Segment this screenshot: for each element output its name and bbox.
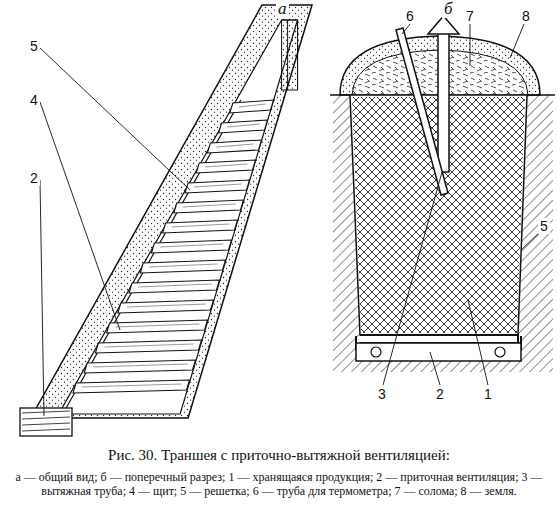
inlet-duct bbox=[20, 408, 72, 436]
wood-grain bbox=[172, 224, 230, 227]
duct-slat bbox=[22, 429, 70, 431]
board bbox=[118, 300, 214, 313]
wood-grain bbox=[216, 144, 253, 147]
wood-grain bbox=[183, 204, 236, 207]
air-inlet-duct bbox=[356, 343, 521, 361]
wood-grain bbox=[194, 184, 242, 187]
board bbox=[185, 180, 250, 193]
board bbox=[230, 100, 274, 113]
callout-number: 1 bbox=[482, 386, 494, 402]
wood-grain bbox=[239, 104, 266, 107]
duct-roller bbox=[371, 347, 381, 357]
wood-grain bbox=[116, 324, 200, 327]
callout-number: 7 bbox=[464, 8, 476, 24]
callout-number: 3 bbox=[376, 386, 388, 402]
wood-grain bbox=[228, 124, 260, 127]
wood-grain bbox=[205, 164, 247, 167]
duct-slat bbox=[22, 417, 70, 419]
board bbox=[151, 240, 231, 253]
callout-number: 2 bbox=[434, 386, 446, 402]
trench-floor bbox=[59, 20, 298, 414]
grating bbox=[360, 335, 518, 343]
post bbox=[287, 20, 288, 90]
wood-grain bbox=[127, 304, 206, 307]
board bbox=[84, 360, 195, 373]
callout-number: 5 bbox=[28, 38, 40, 54]
cross-section bbox=[40, 16, 555, 416]
board bbox=[174, 200, 244, 213]
callout-number: 5 bbox=[538, 218, 550, 234]
general-view bbox=[20, 5, 312, 436]
board bbox=[140, 260, 225, 273]
board bbox=[129, 280, 220, 293]
exhaust-pipe bbox=[438, 32, 449, 172]
duct-slat bbox=[22, 411, 70, 413]
duct-roller bbox=[495, 347, 505, 357]
callout-number: 4 bbox=[28, 92, 40, 108]
wood-grain bbox=[82, 384, 182, 387]
end-wall bbox=[282, 20, 298, 90]
wood-grain bbox=[93, 364, 187, 367]
board bbox=[107, 320, 208, 333]
duct-slat bbox=[22, 423, 70, 425]
callout-number: 6 bbox=[404, 8, 416, 24]
view-letter: а bbox=[276, 0, 289, 18]
board bbox=[163, 220, 238, 233]
board bbox=[73, 380, 190, 393]
view-letter: б bbox=[442, 0, 455, 18]
wood-grain bbox=[149, 264, 217, 267]
callout-number: 8 bbox=[520, 8, 532, 24]
board bbox=[207, 140, 261, 153]
trench-walls bbox=[31, 5, 312, 418]
callout-number: 2 bbox=[28, 170, 40, 186]
board bbox=[196, 160, 255, 173]
leader-lines bbox=[40, 24, 540, 416]
board bbox=[219, 120, 268, 133]
board bbox=[95, 340, 201, 353]
wood-grain bbox=[138, 284, 212, 287]
post bbox=[297, 20, 298, 90]
caption-key: а — общий вид; б — поперечный разрез; 1 … bbox=[14, 470, 544, 498]
pipe-cap bbox=[428, 16, 459, 34]
thermometer-pipe bbox=[396, 28, 448, 195]
wood-grain bbox=[160, 244, 223, 247]
figure-caption: Рис. 30. Траншея с приточно-вытяжной вен… bbox=[0, 446, 558, 464]
wood-grain bbox=[104, 344, 193, 347]
